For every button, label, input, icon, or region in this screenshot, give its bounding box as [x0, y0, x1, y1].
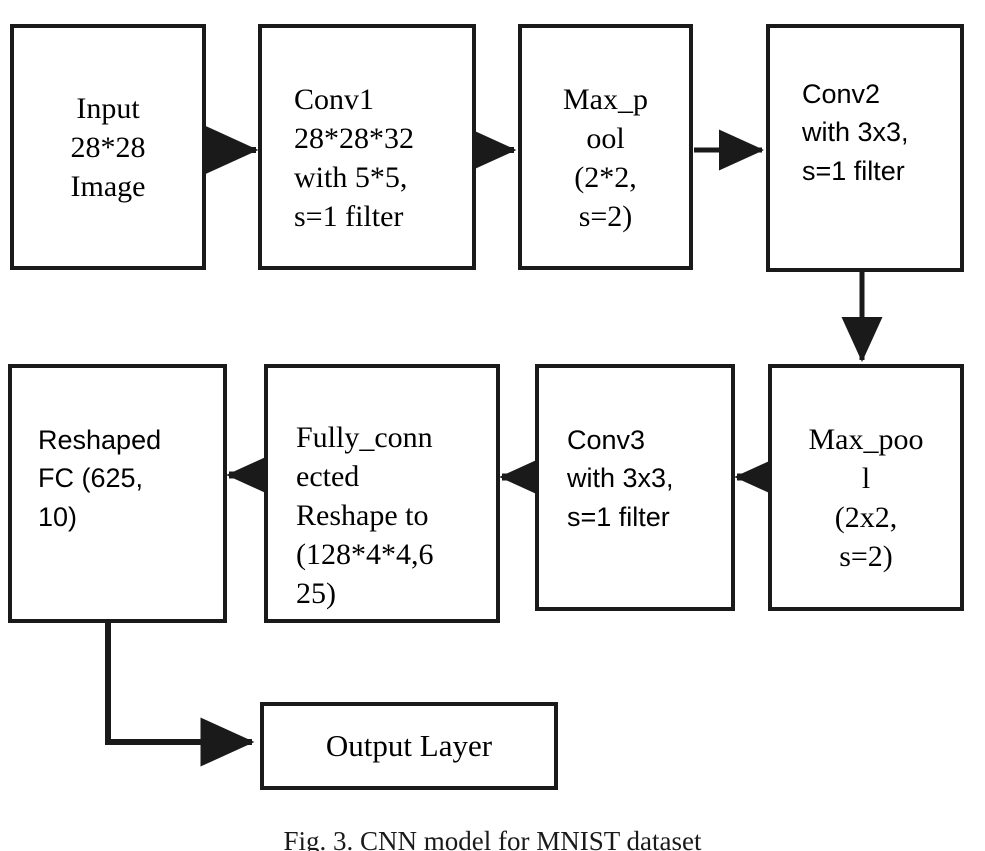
node-input[interactable]: Input 28*28 Image — [10, 24, 206, 270]
node-conv2-label: Conv2 with 3x3, s=1 filter — [802, 79, 909, 186]
node-conv3[interactable]: Conv3 with 3x3, s=1 filter — [535, 364, 735, 611]
arrow-reshaped-fc-to-output — [105, 622, 255, 767]
node-reshaped-fc[interactable]: Reshaped FC (625, 10) — [8, 364, 227, 623]
node-maxpool2-label: Max_poo l (2x2, s=2) — [808, 423, 924, 573]
node-output-layer-label: Output Layer — [325, 727, 493, 763]
node-conv3-label: Conv3 with 3x3, s=1 filter — [567, 425, 674, 532]
node-conv1[interactable]: Conv1 28*28*32 with 5*5, s=1 filter — [258, 24, 476, 270]
node-input-label: Input 28*28 Image — [70, 91, 146, 203]
node-conv2[interactable]: Conv2 with 3x3, s=1 filter — [766, 24, 964, 272]
node-reshaped-fc-label: Reshaped FC (625, 10) — [38, 425, 162, 532]
node-maxpool1-label: Max_p ool (2*2, s=2) — [563, 83, 648, 233]
node-maxpool1[interactable]: Max_p ool (2*2, s=2) — [518, 24, 693, 270]
node-output-layer[interactable]: Output Layer — [260, 702, 558, 790]
figure-caption: Fig. 3. CNN model for MNIST dataset — [283, 826, 702, 851]
node-fully-connected-label: Fully_conn ected Reshape to (128*4*4,6 2… — [296, 421, 434, 610]
node-maxpool2[interactable]: Max_poo l (2x2, s=2) — [768, 364, 964, 611]
node-conv1-label: Conv1 28*28*32 with 5*5, s=1 filter — [294, 83, 414, 233]
node-fully-connected[interactable]: Fully_conn ected Reshape to (128*4*4,6 2… — [264, 364, 500, 623]
